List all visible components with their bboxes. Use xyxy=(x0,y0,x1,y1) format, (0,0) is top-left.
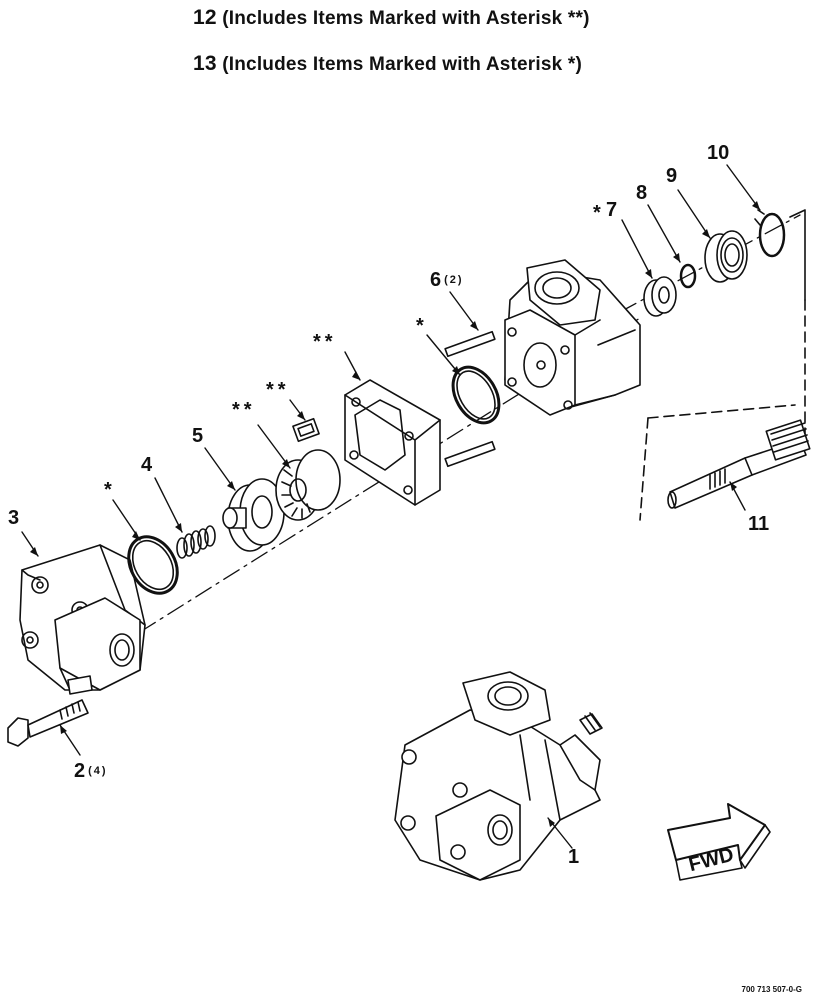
asterisk-cam-ring: ** xyxy=(313,331,337,353)
callout-1: 1 xyxy=(568,846,580,868)
callout-11: 11 xyxy=(748,513,770,535)
rear-housing-part xyxy=(504,259,641,416)
header-kit-12: 12 (Includes Items Marked with Asterisk … xyxy=(193,6,590,30)
leader-line-9 xyxy=(677,189,711,239)
callout-8: 8 xyxy=(636,182,648,204)
asterisk-vane: ** xyxy=(266,379,290,401)
header-kit-12-text: (Includes Items Marked with Asterisk **) xyxy=(222,8,590,29)
callout-6-quantity: (2) xyxy=(444,274,464,286)
asterisk-rotor: ** xyxy=(232,399,256,421)
snap-ring-part xyxy=(679,263,697,289)
dowel-pin-lower xyxy=(444,440,496,468)
bearing-part xyxy=(704,230,748,283)
front-cover-part xyxy=(19,544,146,691)
forward-arrow-icon xyxy=(667,803,771,881)
dowel-pin-upper xyxy=(444,330,496,358)
callout-2: 2(4) xyxy=(74,761,108,781)
washer-part xyxy=(67,675,93,695)
callout-2-quantity: (4) xyxy=(88,765,108,777)
callout-10: 10 xyxy=(707,142,730,164)
leader-line-7 xyxy=(621,219,653,279)
cam-ring-part xyxy=(344,379,441,506)
asterisk-seal: * xyxy=(593,202,605,224)
callout-6: 6(2) xyxy=(430,270,464,290)
rotor-part xyxy=(275,449,341,521)
asterisk-rear-o-ring: * xyxy=(416,315,428,337)
leader-line-rotor xyxy=(257,424,291,469)
callout-5: 5 xyxy=(192,425,204,447)
shaft-part xyxy=(667,419,811,509)
header-kit-13-number: 13 xyxy=(193,52,217,75)
callout-2-number: 2 xyxy=(74,760,86,782)
idler-gear-part xyxy=(222,478,285,552)
leader-line-4 xyxy=(154,477,183,533)
spring-part xyxy=(176,525,216,559)
callout-9: 9 xyxy=(666,165,678,187)
leader-line-10 xyxy=(726,164,761,211)
callout-7: 7 xyxy=(606,199,618,221)
shaft-bracket-line xyxy=(789,209,806,301)
asterisk-front-o-ring: * xyxy=(104,479,116,501)
header-kit-12-number: 12 xyxy=(193,6,217,29)
callout-6-number: 6 xyxy=(430,269,442,291)
document-code: 700 713 507-0-G xyxy=(741,985,803,994)
callout-3: 3 xyxy=(8,507,20,529)
leader-line-8 xyxy=(647,204,681,263)
vane-part xyxy=(292,417,320,443)
header-kit-13: 13 (Includes Items Marked with Asterisk … xyxy=(193,52,582,76)
cap-screw-part xyxy=(7,699,89,747)
shaft-bracket-top xyxy=(647,404,796,419)
header-kit-13-text: (Includes Items Marked with Asterisk *) xyxy=(222,54,583,75)
callout-4: 4 xyxy=(141,454,153,476)
shaft-bracket-left xyxy=(639,417,649,521)
leader-line-asterisk-rear xyxy=(426,334,461,376)
rear-o-ring-part xyxy=(451,365,501,425)
retaining-ring-part xyxy=(754,209,786,258)
seal-part xyxy=(643,276,677,317)
assembled-pump-part xyxy=(394,671,603,881)
assembly-axis-line xyxy=(139,317,641,633)
